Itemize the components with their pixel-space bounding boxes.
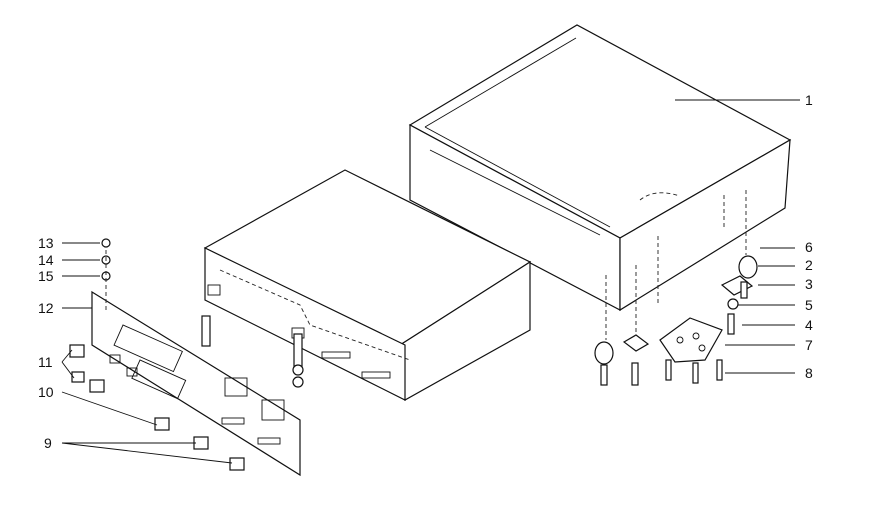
leader-lines (61, 99, 800, 464)
callout-5: 5 (805, 297, 813, 313)
callout-2: 2 (805, 257, 813, 273)
front-panel (91, 290, 301, 477)
front-knobs (69, 344, 245, 471)
cabinet-cover (408, 24, 792, 312)
callout-3: 3 (805, 276, 813, 292)
callout-7: 7 (805, 337, 813, 353)
panel-screw-stack (201, 315, 304, 388)
callout-1: 1 (805, 92, 813, 108)
callout-8: 8 (805, 365, 813, 381)
callout-10: 10 (38, 384, 54, 400)
callout-11: 11 (38, 354, 53, 370)
callout-6: 6 (805, 239, 813, 255)
callout-4: 4 (805, 317, 813, 333)
foot-plate (657, 236, 723, 384)
callout-13: 13 (38, 235, 54, 251)
top-screw-stack (101, 238, 111, 310)
chassis (203, 169, 532, 401)
callout-15: 15 (38, 268, 54, 284)
callout-labels: 1 2 3 4 5 6 7 8 9 10 11 12 13 14 15 (38, 92, 813, 451)
callout-9: 9 (44, 435, 52, 451)
callout-12: 12 (38, 300, 54, 316)
foot-assembly (594, 190, 758, 386)
callout-14: 14 (38, 252, 54, 268)
